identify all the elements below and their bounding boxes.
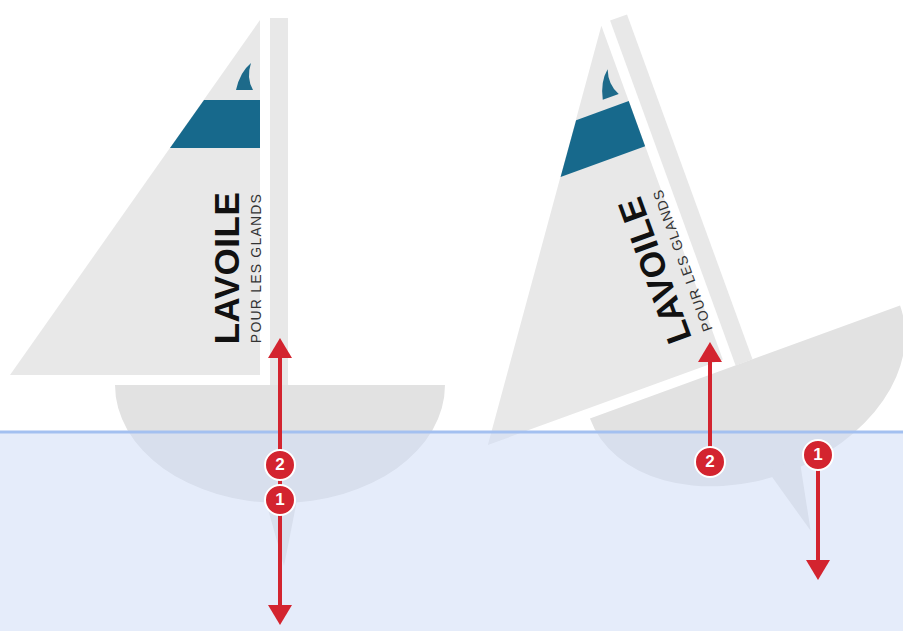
water [0, 432, 903, 631]
callout-number: 1 [264, 484, 296, 516]
brand-slogan: POUR LES GLANDS [249, 193, 263, 343]
callout-number: 2 [264, 449, 296, 481]
force-arrows [268, 338, 830, 625]
callout-number: 1 [802, 439, 834, 471]
callout-number: 2 [694, 446, 726, 478]
waterline [0, 431, 903, 434]
brand-name: LAVOILE [209, 192, 244, 345]
